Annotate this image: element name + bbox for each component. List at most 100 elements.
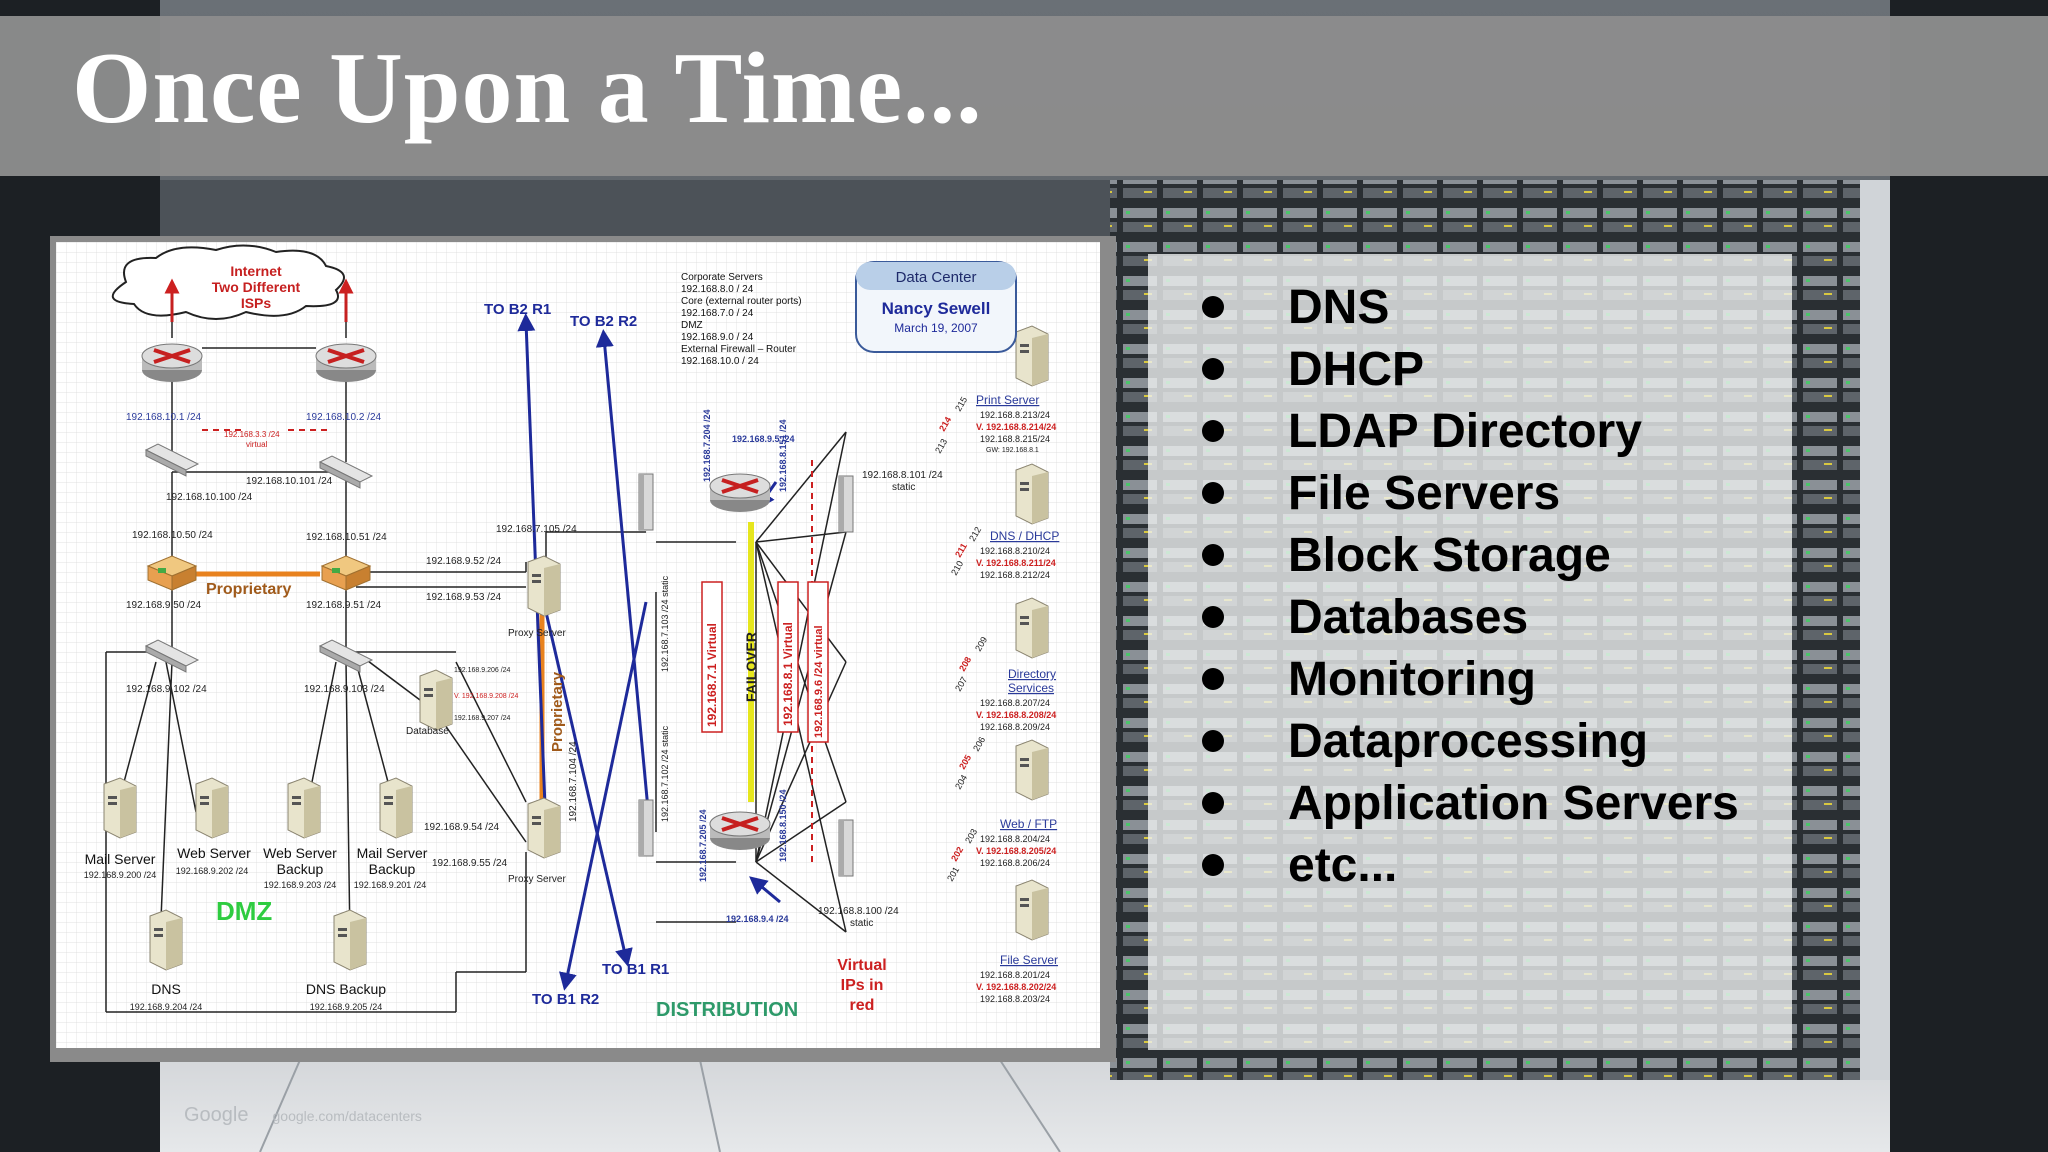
svg-text:192.168.8.100 /24: 192.168.8.100 /24 <box>818 906 899 917</box>
svg-text:192.168.10.0 / 24: 192.168.10.0 / 24 <box>681 356 759 367</box>
database-label: Database <box>406 726 449 737</box>
svg-text:V. 192.168.9.208 /24: V. 192.168.9.208 /24 <box>454 693 518 700</box>
svg-text:192.168.9.53 /24: 192.168.9.53 /24 <box>426 592 502 603</box>
cloud-line1: Internet <box>230 263 282 279</box>
data-center-date: March 19, 2007 <box>894 321 978 335</box>
bullet-icon <box>1202 420 1224 442</box>
svg-text:192.168.9.207 /24: 192.168.9.207 /24 <box>454 715 511 722</box>
web-ftp-server-icon <box>1015 739 1049 801</box>
svg-text:192.168.8.201/24: 192.168.8.201/24 <box>980 970 1050 980</box>
svg-text:Virtual: Virtual <box>837 957 887 974</box>
svg-text:V. 192.168.8.202/24: V. 192.168.8.202/24 <box>976 982 1056 992</box>
web-server-icon <box>195 777 229 839</box>
svg-text:192.168.9.206 /24: 192.168.9.206 /24 <box>454 667 511 674</box>
ip-label: 192.168.9.102 /24 <box>126 684 207 695</box>
svg-text:192.168.8.0 / 24: 192.168.8.0 / 24 <box>681 284 754 295</box>
web-ftp-server-info: Web / FTP 192.168.8.204/24 V. 192.168.8.… <box>953 735 1057 868</box>
svg-text:192.168.8.210/24: 192.168.8.210/24 <box>980 546 1050 556</box>
svg-text:Web / FTP: Web / FTP <box>1000 817 1057 831</box>
svg-text:192.168.7.102 /24 static: 192.168.7.102 /24 static <box>660 725 670 822</box>
virtual-ip-9-label: 192.168.9.6 /24 virtual <box>813 625 825 738</box>
switch-icon <box>638 799 654 857</box>
router-icon <box>140 342 204 384</box>
bullet-icon <box>1202 606 1224 628</box>
network-diagram: Internet Two Different ISPs <box>56 242 1100 1048</box>
svg-text:Services: Services <box>1008 681 1054 695</box>
router-icon <box>708 472 772 514</box>
svg-text:192.168.7.103 /24 static: 192.168.7.103 /24 static <box>660 575 670 672</box>
svg-text:192.168.9.55 /24: 192.168.9.55 /24 <box>432 858 508 869</box>
svg-text:Core (external router ports): Core (external router ports) <box>681 296 802 307</box>
distribution-label: DISTRIBUTION <box>656 999 798 1021</box>
svg-text:Corporate Servers: Corporate Servers <box>681 272 763 283</box>
ip-label: 192.168.3.3 /24 <box>224 430 280 439</box>
svg-text:192.168.9.4 /24: 192.168.9.4 /24 <box>726 914 789 924</box>
svg-text:192.168.8.212/24: 192.168.8.212/24 <box>980 570 1050 580</box>
ip-label: 192.168.10.51 /24 <box>306 532 387 543</box>
svg-text:V. 192.168.8.211/24: V. 192.168.8.211/24 <box>976 558 1056 568</box>
svg-text:192.168.7.0 / 24: 192.168.7.0 / 24 <box>681 308 754 319</box>
title-bar <box>0 16 2048 176</box>
svg-text:V. 192.168.8.205/24: V. 192.168.8.205/24 <box>976 846 1056 856</box>
ip-label: 192.168.10.1 /24 <box>126 412 202 423</box>
svg-text:192.168.8.206/24: 192.168.8.206/24 <box>980 858 1050 868</box>
file-server-icon <box>1015 879 1049 941</box>
dns-backup-server-icon <box>333 909 367 971</box>
mail-server-label: Mail Server <box>85 851 156 867</box>
services-list-panel: DNS DHCP LDAP Directory File Servers Blo… <box>1148 254 1792 1050</box>
svg-text:192.168.9.200 /24: 192.168.9.200 /24 <box>84 870 157 880</box>
to-b2-r2-label: TO B2 R2 <box>570 313 637 330</box>
data-center-label: Data Center <box>896 269 977 286</box>
data-center-author: Nancy Sewell <box>882 299 991 318</box>
svg-text:red: red <box>850 997 875 1014</box>
svg-text:192.168.8.151 /24: 192.168.8.151 /24 <box>778 419 788 492</box>
svg-text:GW: 192.168.8.1: GW: 192.168.8.1 <box>986 447 1039 454</box>
svg-text:External Firewall – Router: External Firewall – Router <box>681 344 797 355</box>
list-item: Block Storage <box>1188 524 1739 586</box>
ip-label: 192.168.9.103 /24 <box>304 684 385 695</box>
proxy-server-label: Proxy Server <box>508 628 566 639</box>
svg-text:Directory: Directory <box>1008 667 1056 681</box>
ip-label: 192.168.9.50 /24 <box>126 600 202 611</box>
router-icon <box>708 810 772 852</box>
svg-text:192.168.7.105 /24: 192.168.7.105 /24 <box>496 524 577 535</box>
mail-server-backup-icon <box>379 777 413 839</box>
svg-text:192.168.7.204 /24: 192.168.7.204 /24 <box>702 409 712 482</box>
web-server-backup-label: Web Server <box>263 845 337 861</box>
list-item: DHCP <box>1188 338 1739 400</box>
svg-text:192.168.9.5 /24: 192.168.9.5 /24 <box>732 434 795 444</box>
list-item: Application Servers <box>1188 772 1739 834</box>
ip-label: virtual <box>246 440 268 449</box>
slide-title: Once Upon a Time... <box>72 32 983 145</box>
list-item: Databases <box>1188 586 1739 648</box>
svg-text:192.168.9.202 /24: 192.168.9.202 /24 <box>176 866 249 876</box>
directory-server-icon <box>1015 597 1049 659</box>
svg-text:192.168.8.204/24: 192.168.8.204/24 <box>980 834 1050 844</box>
data-center-box: Data Center Nancy Sewell March 19, 2007 <box>855 261 1017 353</box>
virtual-ip-7-label: 192.168.7.1 Virtual <box>705 623 719 727</box>
database-server-icon <box>419 669 453 731</box>
ip-label: 192.168.10.100 /24 <box>166 492 253 503</box>
web-server-label: Web Server <box>177 845 251 861</box>
list-item: etc... <box>1188 834 1739 896</box>
router-icon <box>314 342 378 384</box>
proprietary-label-vertical: Proprietary <box>549 671 566 752</box>
dmz-label: DMZ <box>216 896 272 926</box>
ip-label: 192.168.10.2 /24 <box>306 412 382 423</box>
switch-icon <box>638 473 654 531</box>
virtual-ips-note: Virtual IPs in red <box>837 957 887 1014</box>
svg-text:static: static <box>892 482 915 493</box>
bullet-icon <box>1202 358 1224 380</box>
svg-text:192.168.9.201 /24: 192.168.9.201 /24 <box>354 880 427 890</box>
svg-text:192.168.8.215/24: 192.168.8.215/24 <box>980 434 1050 444</box>
mail-server-icon <box>103 777 137 839</box>
list-item: DNS <box>1188 276 1739 338</box>
svg-text:192.168.9.204 /24: 192.168.9.204 /24 <box>130 1002 203 1012</box>
bullet-icon <box>1202 730 1224 752</box>
switch-icon <box>838 475 854 533</box>
svg-text:192.168.8.207/24: 192.168.8.207/24 <box>980 698 1050 708</box>
dns-dhcp-server-info: DNS / DHCP 192.168.8.210/24 V. 192.168.8… <box>949 525 1059 580</box>
svg-text:192.168.7.104 /24: 192.168.7.104 /24 <box>568 741 579 822</box>
ip-label: 192.168.10.101 /24 <box>246 476 333 487</box>
